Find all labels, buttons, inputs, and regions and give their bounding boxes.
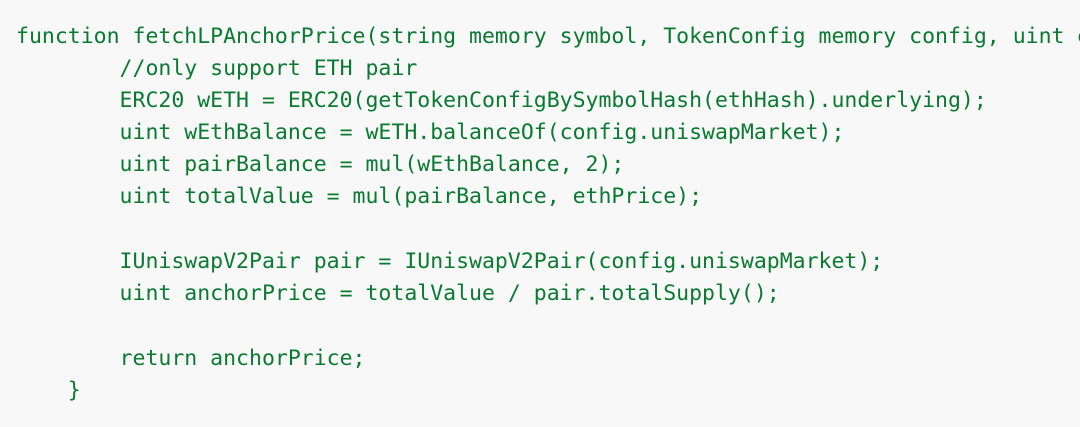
code-line-1: function fetchLPAnchorPrice(string memor… [16, 24, 1080, 49]
code-line-6: uint totalValue = mul(pairBalance, ethPr… [16, 184, 703, 209]
code-line-8: IUniswapV2Pair pair = IUniswapV2Pair(con… [16, 249, 884, 274]
code-line-3: ERC20 wETH = ERC20(getTokenConfigBySymbo… [16, 88, 987, 113]
code-line-12: } [16, 378, 81, 403]
code-line-11: return anchorPrice; [16, 346, 366, 371]
code-line-4: uint wEthBalance = wETH.balanceOf(config… [16, 120, 845, 145]
code-line-9: uint anchorPrice = totalValue / pair.tot… [16, 281, 780, 306]
code-line-5: uint pairBalance = mul(wEthBalance, 2); [16, 152, 625, 177]
code-line-2: //only support ETH pair [16, 56, 418, 81]
